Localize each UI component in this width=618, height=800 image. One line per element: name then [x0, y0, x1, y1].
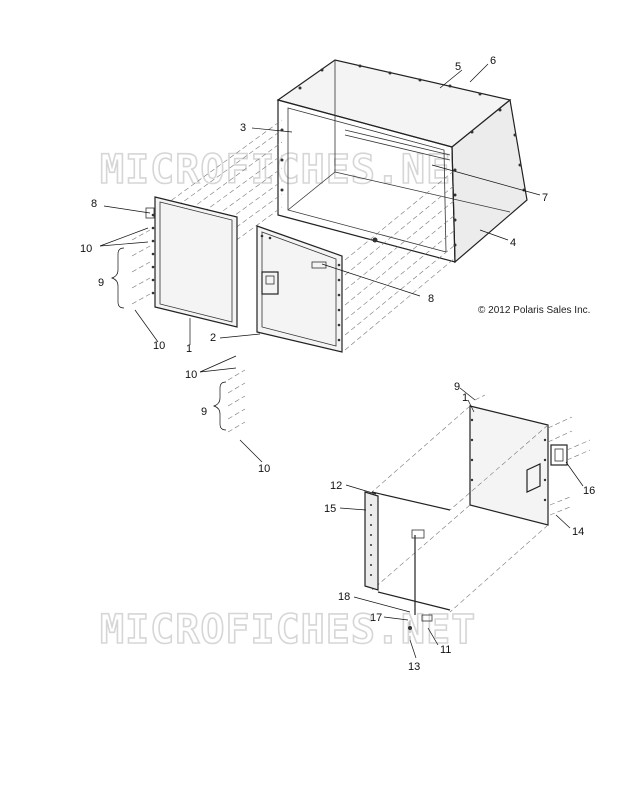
callout-9-lower: 9 — [201, 406, 207, 418]
callout-11: 11 — [440, 644, 451, 656]
watermark-bottom: MICROFICHES.NET — [100, 607, 476, 653]
callout-4: 4 — [510, 237, 516, 249]
callout-10-lower: 10 — [185, 369, 197, 381]
callout-8-lower: 8 — [428, 293, 434, 305]
latch-icon — [261, 271, 279, 295]
callout-6: 6 — [490, 55, 496, 67]
leader-lines — [99, 63, 584, 659]
callout-10-mid: 10 — [153, 340, 165, 352]
callout-9-upper: 9 — [98, 277, 104, 289]
callout-7: 7 — [542, 192, 548, 204]
callout-1-lower: 1 — [462, 392, 468, 404]
callout-8-upper: 8 — [91, 198, 97, 210]
callout-10-upper: 10 — [80, 243, 92, 255]
callout-13: 13 — [408, 661, 420, 673]
callout-9-right: 9 — [454, 381, 460, 393]
callout-18: 18 — [338, 591, 350, 603]
callout-3: 3 — [240, 122, 246, 134]
callout-17: 17 — [370, 612, 382, 624]
copyright-notice: © 2012 Polaris Sales Inc. — [478, 305, 590, 316]
callout-labels: 5 6 3 7 4 8 8 10 9 10 1 2 10 9 10 9 1 16… — [80, 55, 595, 673]
lower-assembly — [364, 394, 591, 640]
callout-2: 2 — [210, 332, 216, 344]
fastener-group-lower — [212, 369, 246, 433]
callout-12: 12 — [330, 480, 342, 492]
callout-15: 15 — [324, 503, 336, 515]
callout-5: 5 — [455, 61, 461, 73]
door-panel-2 — [256, 225, 343, 353]
callout-10-bottom: 10 — [258, 463, 270, 475]
callout-14: 14 — [572, 526, 584, 538]
callout-16: 16 — [583, 485, 595, 497]
door-panel-1 — [145, 196, 238, 328]
bracket-icon — [550, 444, 568, 466]
callout-1-upper: 1 — [186, 343, 192, 355]
fastener-group-left — [110, 229, 151, 309]
